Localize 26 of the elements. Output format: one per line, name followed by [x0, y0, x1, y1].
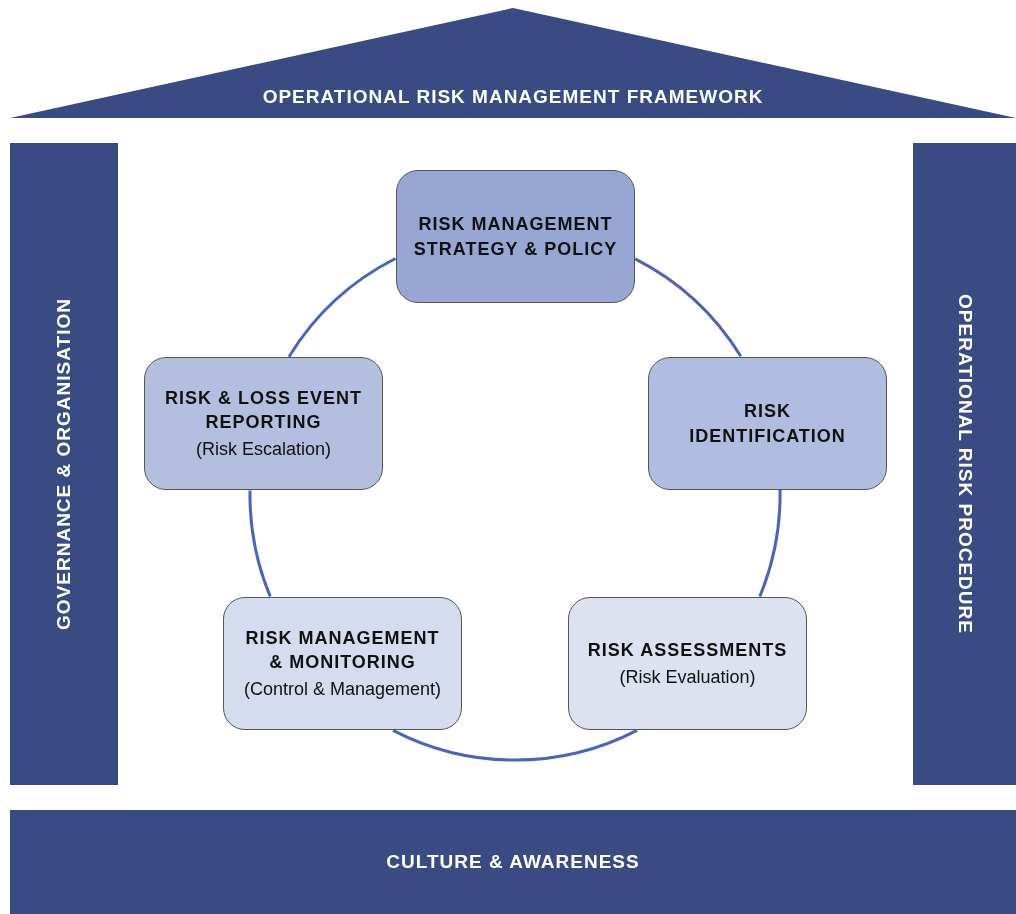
- connector-arc: [248, 490, 272, 597]
- pillar-label: GOVERNANCE & ORGANISATION: [53, 298, 75, 630]
- box-title: RISK MANAGEMENT & MONITORING: [244, 626, 441, 674]
- process-box: [144, 357, 383, 490]
- box-title: RISK MANAGEMENT STRATEGY & POLICY: [412, 213, 619, 261]
- process-box: [223, 597, 462, 730]
- connector-arc: [634, 257, 743, 358]
- roof-banner: [10, 8, 1016, 118]
- box-title: RISK IDENTIFICATION: [688, 400, 847, 448]
- base-band: [10, 810, 1016, 914]
- box-subtitle: (Control & Management): [243, 678, 442, 702]
- process-box: [648, 357, 887, 490]
- process-box: [396, 170, 635, 303]
- connector-arc: [392, 728, 638, 762]
- box-title: RISK ASSESSMENTS: [587, 638, 788, 662]
- box-subtitle: (Risk Evaluation): [619, 665, 756, 689]
- process-box: [568, 597, 807, 730]
- banner-title: OPERATIONAL RISK MANAGEMENT FRAMEWORK: [262, 86, 764, 108]
- pillar-band: [10, 143, 118, 785]
- pillar-band: [913, 143, 1016, 785]
- box-title: RISK & LOSS EVENT REPORTING: [164, 386, 363, 434]
- base-label: CULTURE & AWARENESS: [386, 851, 640, 873]
- connector-arc: [758, 489, 782, 597]
- pillar-label: OPERATIONAL RISK PROCEDURE: [953, 294, 976, 634]
- connector-arc: [287, 257, 397, 358]
- box-subtitle: (Risk Escalation): [195, 438, 331, 462]
